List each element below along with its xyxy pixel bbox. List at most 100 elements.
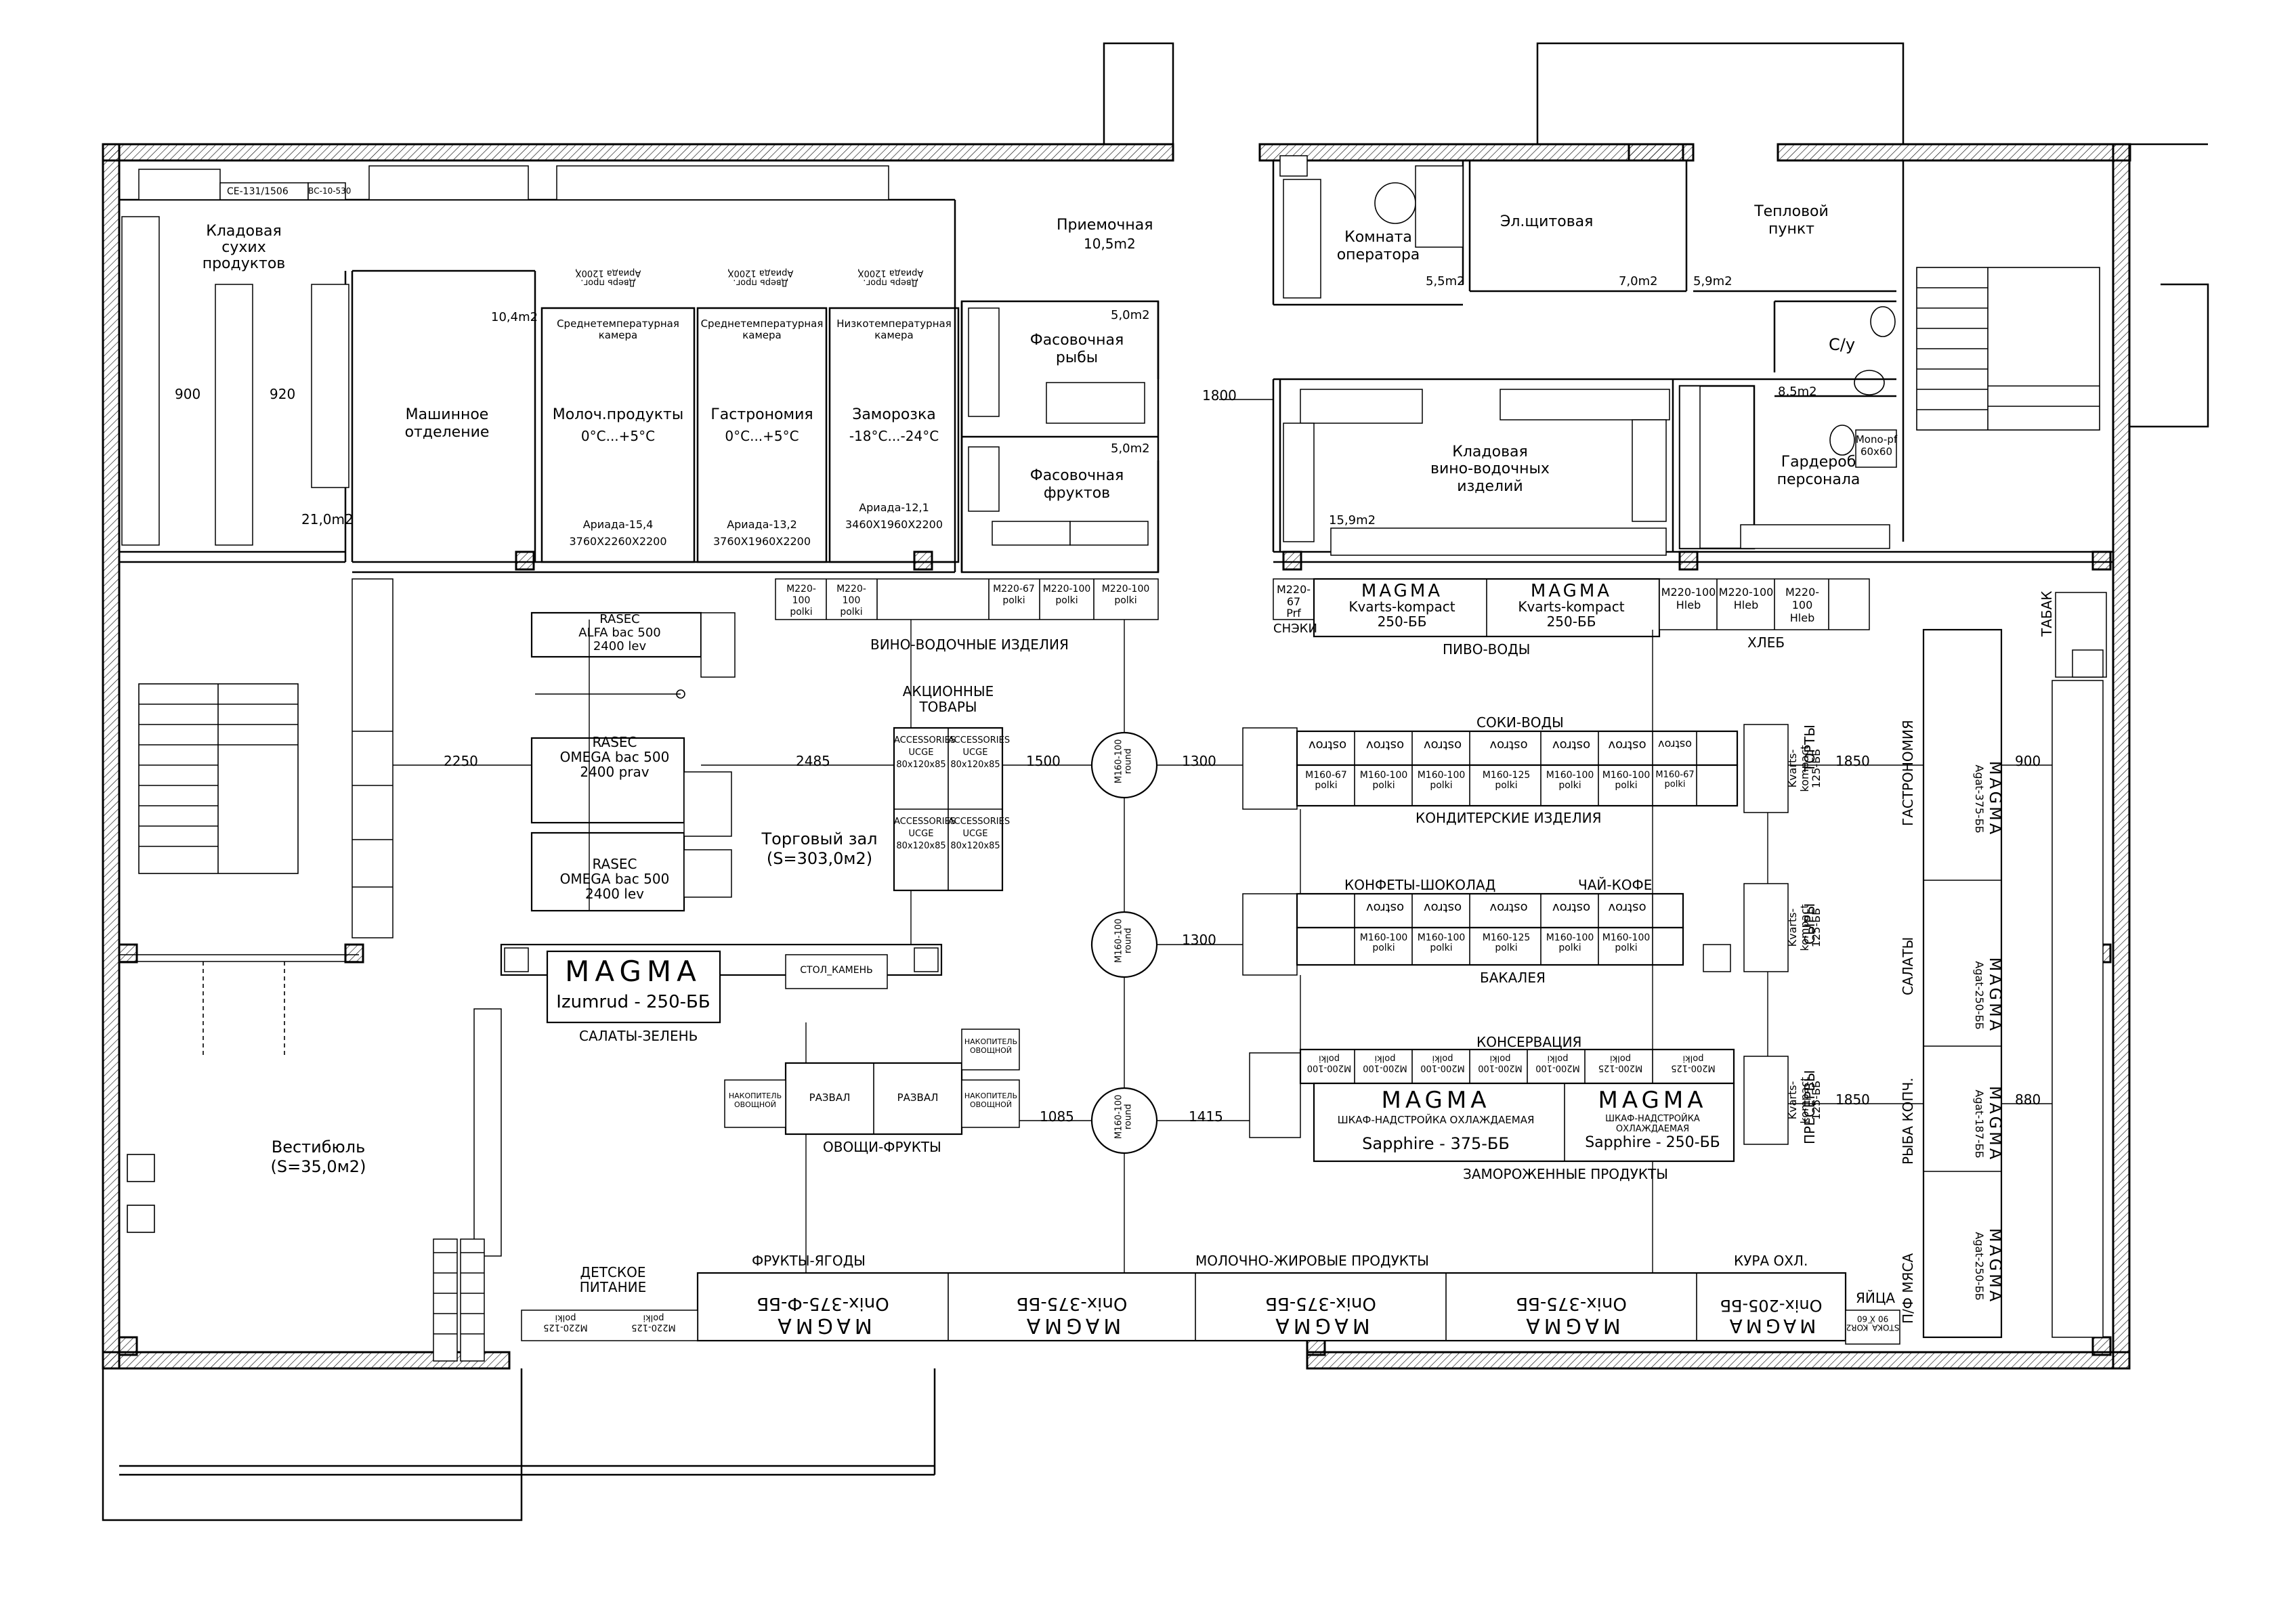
dim-1300-b: 1300 bbox=[1182, 932, 1216, 948]
wardrobe-lockers bbox=[1679, 385, 1890, 549]
dim-1850-b: 1850 bbox=[1835, 1091, 1870, 1108]
magma-frozen-1: MAGMA bbox=[1381, 1087, 1491, 1114]
chamber1-title: Среднетемпературная камера bbox=[557, 318, 679, 341]
dim-2485: 2485 bbox=[796, 753, 830, 769]
section-wine: ВИНО-ВОДОЧНЫЕ ИЗДЕЛИЯ bbox=[870, 636, 1069, 653]
egg-stand: STOKA_KOR2 90 X 60 bbox=[1846, 1314, 1900, 1333]
room-sales-hall: Торговый зал (S=303,0м2) bbox=[761, 829, 878, 868]
agat-fish-brand: MAGMA bbox=[1986, 1085, 2005, 1163]
row1-ostrov-2: ostrov bbox=[1365, 738, 1405, 752]
magma-izumrud-brand: MAGMA bbox=[565, 955, 702, 988]
magma-frozen-2: MAGMA bbox=[1598, 1087, 1707, 1114]
section-dairy: МОЛОЧНО-ЖИРОВЫЕ ПРОДУКТЫ bbox=[1195, 1253, 1429, 1269]
room-wc: С/у bbox=[1829, 335, 1856, 354]
dim-1415: 1415 bbox=[1189, 1108, 1223, 1125]
room-dry-storage: Кладовая сухих продуктов bbox=[202, 223, 286, 273]
checkouts bbox=[530, 611, 736, 912]
rasec-2: RASEC OMEGA bac 500 2400 prav bbox=[559, 734, 670, 780]
packing-rooms-details bbox=[968, 307, 1149, 546]
operator-room-furniture bbox=[1279, 155, 1464, 299]
onix-2: MAGMA Onix-375-ББ bbox=[952, 1276, 1192, 1337]
door-label-3: Дверь прог. Ариада 1200Ҳ bbox=[857, 267, 924, 288]
chamber2-unit: Ариада-13,2 bbox=[727, 518, 797, 531]
baby-shelf-1: M220-125 polki bbox=[543, 1312, 588, 1333]
beer-racks bbox=[1273, 578, 1870, 638]
row2-shelf-3: M160-125 polki bbox=[1482, 932, 1531, 954]
room-wardrobe: Гардероб персонала bbox=[1777, 454, 1861, 489]
chamber3-size: 3460Х1960Х2200 bbox=[845, 518, 943, 531]
section-eggs: ЯЙЦА bbox=[1856, 1290, 1896, 1306]
section-gastronomy: ГАСТРОНОМИЯ bbox=[1900, 720, 1916, 826]
section-chicken: КУРА ОХЛ. bbox=[1734, 1253, 1808, 1269]
section-bread: ХЛЕБ bbox=[1747, 634, 1785, 651]
wine-shelf-4: M220-100 polki bbox=[1042, 584, 1091, 606]
onix-1-brand: MAGMA bbox=[773, 1314, 872, 1337]
island-row-1 bbox=[1242, 724, 1789, 813]
agat-meat: MAGMA Agat-250-ББ bbox=[1930, 1205, 2005, 1327]
row3-shelf-2: M200-100 polki bbox=[1363, 1053, 1407, 1073]
onix-4-brand: MAGMA bbox=[1522, 1314, 1621, 1337]
row1-shelf-2: M160-100 polki bbox=[1359, 770, 1408, 792]
sapphire-1: Sapphire - 375-ББ bbox=[1362, 1134, 1510, 1153]
ucge-2: ACCESSORIES UCGE 80x120x85 bbox=[948, 735, 1011, 771]
chamber2-name: Гастрономия bbox=[710, 406, 813, 423]
section-tea: ЧАЙ-КОФЕ bbox=[1578, 877, 1653, 893]
kvarts-beer-1: Kvarts-kompact 250-ББ bbox=[1348, 599, 1455, 630]
left-wall-racks bbox=[352, 578, 394, 938]
chamber1-unit: Ариада-15,4 bbox=[582, 518, 654, 531]
chamber2-size: 3760Х1960Х2200 bbox=[713, 535, 811, 548]
round-2: M160-100 round bbox=[1113, 918, 1134, 964]
row2-ostrov-2: ostrov bbox=[1423, 901, 1462, 915]
row3-shelf-6: M200-125 polki bbox=[1598, 1053, 1643, 1073]
row1-ostrov-1: ostrov bbox=[1308, 738, 1347, 752]
chamber3-name: Заморозка bbox=[852, 406, 936, 423]
kvarts-cakes: Kvarts-kompact 125-ББ bbox=[1786, 745, 1823, 792]
bread-shelf-1: M220-100 Hleb bbox=[1661, 586, 1716, 612]
section-beer: ПИВО-ВОДЫ bbox=[1443, 641, 1531, 657]
section-candy: КОНФЕТЫ-ШОКОЛАД bbox=[1344, 877, 1496, 893]
section-greens: САЛАТЫ-ЗЕЛЕНЬ bbox=[579, 1028, 698, 1044]
wine-shelf-2: M220-100 polki bbox=[836, 584, 866, 618]
agat-meat-model: Agat-250-ББ bbox=[1973, 1232, 1986, 1301]
bread-shelf-3: M220-100 Hleb bbox=[1785, 586, 1820, 625]
room-dry-storage-area: 21,0m2 bbox=[301, 511, 354, 527]
dim-1800: 1800 bbox=[1202, 387, 1237, 404]
section-frozen: ЗАМОРОЖЕННЫЕ ПРОДУКТЫ bbox=[1463, 1166, 1668, 1182]
chamber2-temp: 0°С...+5°С bbox=[725, 428, 799, 444]
equip-ce131: CE-131/1506 bbox=[227, 186, 289, 197]
magma-beer-1: MAGMA bbox=[1361, 581, 1443, 601]
agat-gastro-brand: MAGMA bbox=[1986, 760, 2005, 838]
ucge-1: ACCESSORIES UCGE 80x120x85 bbox=[894, 735, 956, 771]
row2-ostrov-1: ostrov bbox=[1365, 901, 1405, 915]
chamber1-size: 3760Х2260Х2200 bbox=[569, 535, 667, 548]
onix-1-model: Onix-375-Ф-ББ bbox=[757, 1293, 889, 1314]
island-row-3 bbox=[1249, 1048, 1789, 1163]
row1-ostrov-4: ostrov bbox=[1489, 738, 1528, 752]
row1-ostrov-5: ostrov bbox=[1552, 738, 1591, 752]
chamber3-unit: Ариада-12,1 bbox=[859, 501, 929, 514]
dim-1085: 1085 bbox=[1040, 1108, 1074, 1125]
row3-shelf-4: M200-100 polki bbox=[1478, 1053, 1523, 1073]
dimension-lines bbox=[393, 399, 2052, 1273]
veg-stands bbox=[724, 1029, 1020, 1136]
row3-shelf-3: M200-100 polki bbox=[1420, 1053, 1465, 1073]
row1-shelf-4: M160-125 polki bbox=[1482, 770, 1531, 792]
magma-beer-2: MAGMA bbox=[1530, 581, 1613, 601]
onix-5: MAGMA Onix-205-ББ bbox=[1700, 1276, 1842, 1337]
door-label-1: Дверь прог. Ариада 1200Ҳ bbox=[575, 267, 641, 288]
agat-gastro: MAGMA Agat-375-ББ bbox=[1930, 721, 2005, 877]
row1-shelf-3: M160-100 polki bbox=[1417, 770, 1466, 792]
wc-fixtures bbox=[1829, 306, 1897, 468]
onix-3-model: Onix-375-ББ bbox=[1265, 1293, 1376, 1314]
rasec-1: RASEC ALFA bac 500 2400 lev bbox=[578, 612, 661, 653]
onix-5-model: Onix-205-ББ bbox=[1720, 1296, 1823, 1315]
baby-shelf-2: M220-125 polki bbox=[631, 1312, 676, 1333]
wine-shelf-5: M220-100 polki bbox=[1101, 584, 1150, 606]
carts bbox=[433, 1238, 485, 1362]
row2-shelf-2: M160-100 polki bbox=[1417, 932, 1466, 954]
kvarts-cheese: Kvarts-kompact 125-ББ bbox=[1786, 904, 1823, 951]
row1-shelf-7: M160-67 polki bbox=[1655, 770, 1695, 790]
snack-shelf: M220-67 Prf bbox=[1276, 583, 1311, 620]
room-electrical-area: 7,0m2 bbox=[1619, 274, 1658, 288]
row1-ostrov-3: ostrov bbox=[1423, 738, 1462, 752]
